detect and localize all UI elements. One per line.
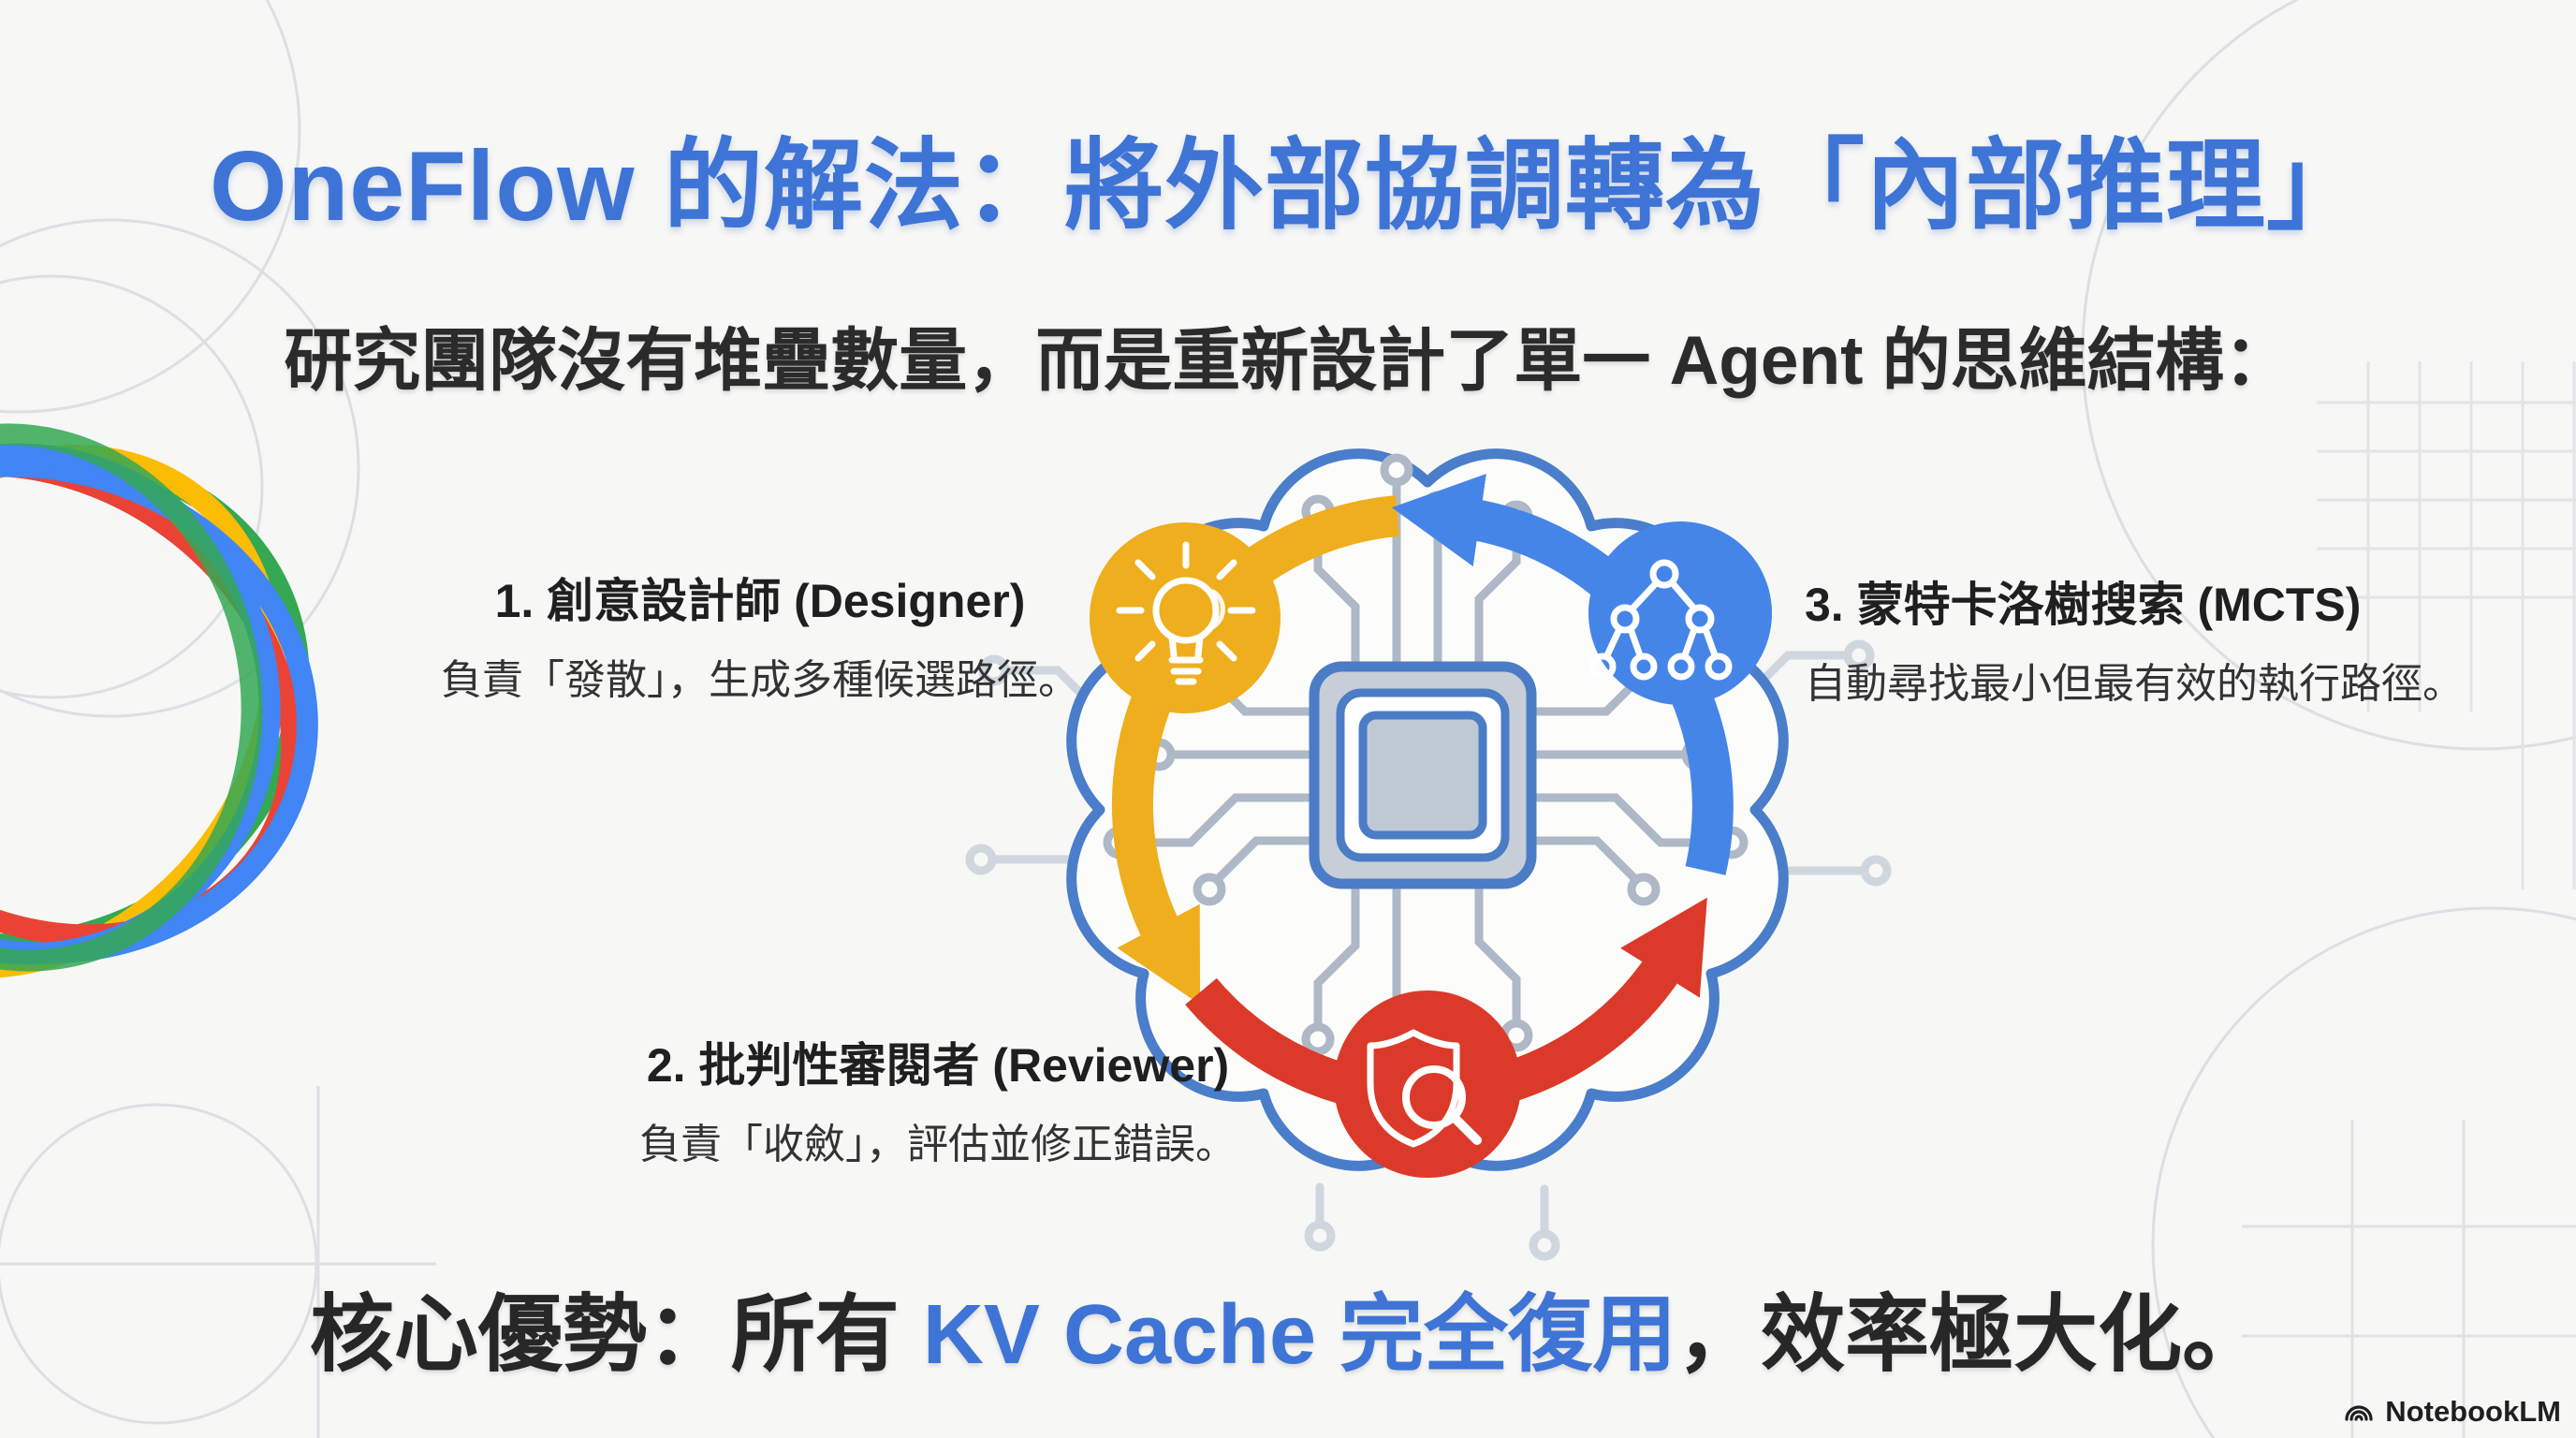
- lightbulb-icon: [1116, 541, 1256, 685]
- cpu-chip-icon: [1309, 661, 1537, 889]
- tagline-highlight: KV Cache 完全復用: [922, 1288, 1677, 1382]
- mcts-description: 自動尋找最小但最有效的執行路徑。: [1805, 661, 2464, 707]
- designer-description: 負責「發散」，生成多種候選路徑。: [441, 657, 1079, 703]
- page-title: OneFlow 的解法：將外部協調轉為「內部推理」: [210, 131, 2366, 242]
- mcts-node: [1588, 521, 1772, 705]
- shield-magnifier-icon: [1367, 1029, 1482, 1148]
- designer-node: [1090, 522, 1281, 713]
- tree-search-icon: [1588, 559, 1733, 681]
- tagline-suffix: ，效率極大化。: [1676, 1288, 2267, 1382]
- mcts-cycle-arc-segment: [1672, 688, 1734, 875]
- brand-watermark: NotebookLM: [2342, 1395, 2561, 1429]
- reviewer-title: 2. 批判性審閱者 (Reviewer): [646, 1039, 1230, 1092]
- key-benefit-tagline: 核心優勢：所有 KV Cache 完全復用，效率極大化。: [0, 1266, 2576, 1387]
- reviewer-description: 負責「收斂」，評估並修正錯誤。: [639, 1122, 1237, 1167]
- mcts-title: 3. 蒙特卡洛樹搜索 (MCTS): [1805, 579, 2362, 631]
- crosshair-lines: [0, 1086, 436, 1438]
- notebooklm-logo-icon: [2345, 1405, 2373, 1421]
- reviewer-label-block: 2. 批判性審閱者 (Reviewer) 負責「收斂」，評估並修正錯誤。: [639, 1028, 1237, 1170]
- small-grid-decoration: [2317, 361, 2576, 889]
- outer-circuit-traces: [965, 639, 1892, 1261]
- page-subtitle: 研究團隊沒有堆疊數量，而是重新設計了單一 Agent 的思維結構：: [284, 323, 2292, 399]
- reviewer-node: [1334, 990, 1521, 1178]
- brand-name: NotebookLM: [2385, 1395, 2561, 1428]
- large-grid-decoration: [2242, 1120, 2576, 1438]
- designer-title: 1. 創意設計師 (Designer): [494, 575, 1026, 627]
- designer-label-block: 1. 創意設計師 (Designer) 負責「發散」，生成多種候選路徑。: [441, 564, 1079, 706]
- ribbon-decoration: [0, 423, 318, 978]
- tagline-prefix: 核心優勢：所有: [309, 1288, 923, 1382]
- mcts-label-block: 3. 蒙特卡洛樹搜索 (MCTS) 自動尋找最小但最有效的執行路徑。: [1805, 567, 2464, 710]
